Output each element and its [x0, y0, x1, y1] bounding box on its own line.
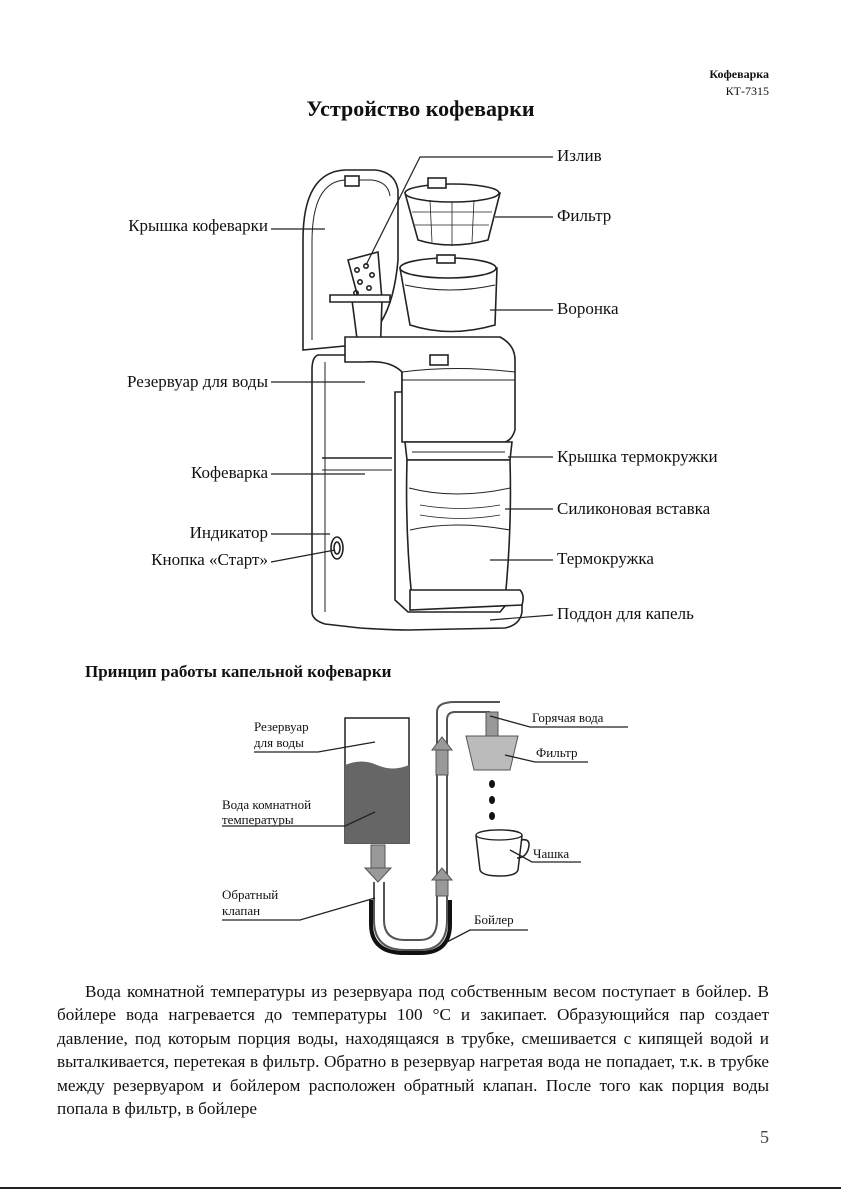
label-filter: Фильтр [557, 206, 612, 225]
label-funnel: Воронка [557, 299, 619, 318]
label-lid: Крышка кофеварки [128, 216, 268, 235]
label-spout: Излив [557, 146, 602, 165]
header-model: КТ-7315 [725, 84, 769, 98]
diagram-label-cup: Чашка [533, 846, 570, 861]
label-silicone-insert: Силиконовая вставка [557, 499, 711, 518]
principle-title: Принцип работы капельной кофеварки [85, 662, 392, 681]
diagram-label-boiler: Бойлер [474, 912, 514, 927]
diagram-label-filter: Фильтр [536, 745, 578, 760]
label-drip-tray: Поддон для капель [557, 604, 694, 623]
diagram-label-room-water-2: температуры [222, 812, 294, 827]
diagram-label-reservoir-1: Резервуар [254, 719, 309, 734]
label-reservoir: Резервуар для воды [127, 372, 268, 391]
diagram-label-reservoir-2: для воды [254, 735, 304, 750]
label-thermo-mug: Термокружка [557, 549, 654, 568]
label-mug-lid: Крышка термокружки [557, 447, 718, 466]
diagram-label-check-valve-1: Обратный [222, 887, 279, 902]
body-paragraph: Вода комнатной температуры из резервуара… [57, 982, 769, 1119]
diagram-label-room-water-1: Вода комнатной [222, 797, 312, 812]
page-number: 5 [760, 1127, 769, 1147]
diagram-label-hot-water: Горячая вода [532, 710, 604, 725]
label-indicator: Индикатор [189, 523, 268, 542]
header-brand: Кофеварка [709, 67, 769, 81]
label-coffee-maker: Кофеварка [191, 463, 268, 482]
bottom-rule [0, 1187, 841, 1189]
label-start-button: Кнопка «Старт» [151, 550, 268, 569]
page-title: Устройство кофеварки [306, 96, 535, 121]
diagram-label-check-valve-2: клапан [222, 903, 261, 918]
